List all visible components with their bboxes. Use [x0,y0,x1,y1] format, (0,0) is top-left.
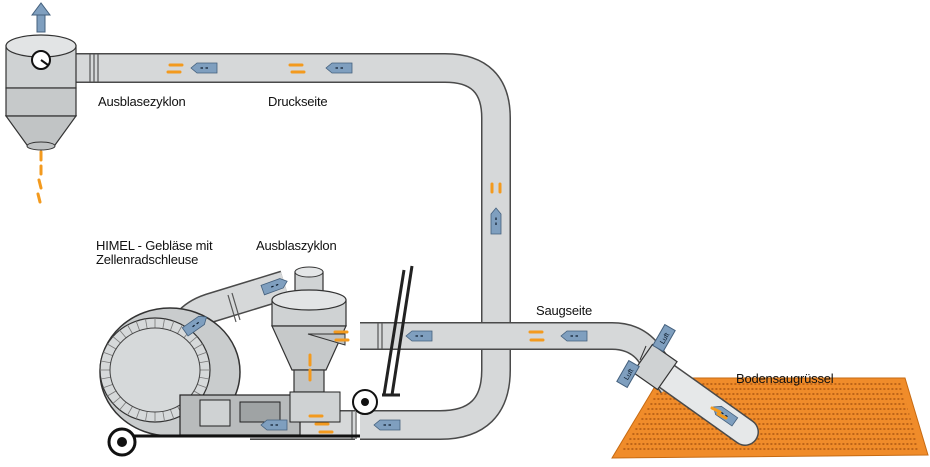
blue-arrow-icon [181,315,207,337]
blue-arrow-icon [490,207,502,235]
orange-dash-icon [36,192,42,204]
blue-arrow-icon [373,419,401,431]
blue-arrow-icon [260,419,288,431]
blue-arrow-icon [325,62,353,74]
air-tag-text: Luft [659,332,671,346]
air-inlet-tag-1: Luft [652,323,676,353]
flow-arrows [181,62,739,431]
orange-dash-icon [716,412,728,420]
blue-arrow-icon [560,330,588,342]
label-floor-nozzle: Bodensaugrüssel [736,371,834,386]
label-blower: HIMEL - Gebläse mit Zellenradschleuse [96,238,213,267]
blue-arrow-icon [405,330,433,342]
blower-unit [99,307,378,457]
top-exhaust-cyclone [4,34,78,151]
blue-arrow-icon [190,62,218,74]
orange-dash-icon [37,178,43,190]
blue-arrow-icon [260,278,288,296]
nozzle-collar [632,343,678,391]
orange-dash-icon [710,406,722,414]
label-blower-line1: HIMEL - Gebläse mit [96,238,213,253]
label-middle-cyclone: Ausblaszyklon [256,238,337,253]
exhaust-arrow-icon [31,2,51,33]
label-pressure-side: Druckseite [268,94,328,109]
label-blower-line2: Zellenradschleuse [96,252,199,267]
air-tag-text: Luft [623,368,635,382]
label-suction-side: Saugseite [536,303,593,318]
label-top-cyclone: Ausblasezyklon [98,94,186,109]
push-handle [382,265,414,397]
grain-flow-marks [36,63,728,434]
air-inlet-tag-2: Luft [616,359,640,389]
